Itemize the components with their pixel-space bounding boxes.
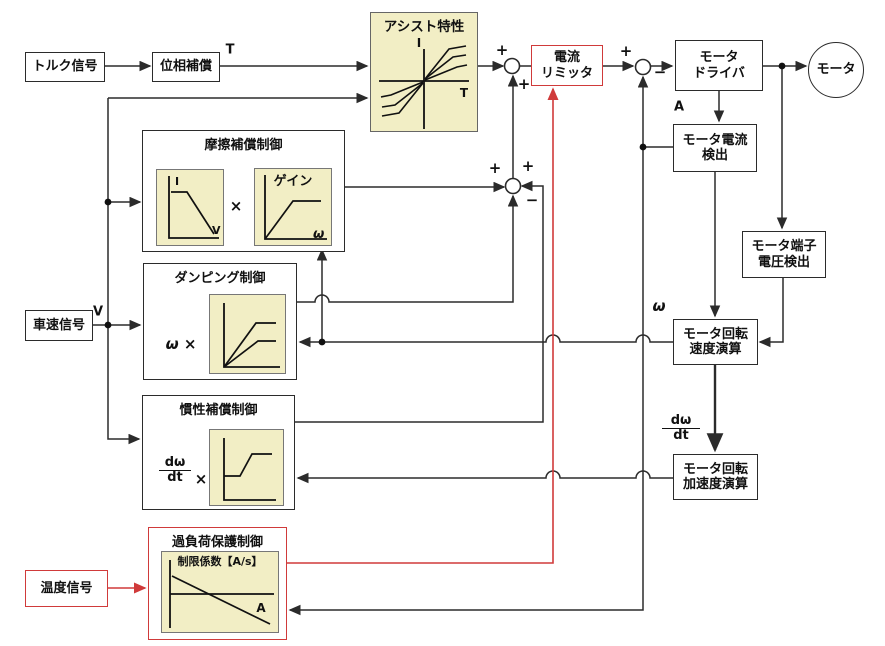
motor-driver-label: モータ ドライバ (693, 50, 745, 81)
motor-label: モータ (816, 62, 856, 78)
motor-current-detection-label: モータ電流 検出 (682, 132, 748, 163)
current-limiter-box: 電流 リミッタ (531, 45, 603, 86)
friction-graph-y-label: I (175, 175, 179, 188)
friction-graph-x-label: V (212, 224, 221, 237)
summing-junction-3 (504, 177, 522, 195)
motor-speed-calculation-label: モータ回転 速度演算 (682, 326, 748, 357)
domega-numerator: dω (662, 414, 700, 429)
vehicle-speed-label: V (92, 304, 104, 320)
friction-iv-graph: I V (156, 169, 224, 246)
j1-bottom-sign: + (517, 75, 531, 93)
inertia-compensation-panel: 慣性補償制御 dω dt × (142, 395, 295, 510)
friction-multiply-sign: × (229, 197, 243, 215)
gain-graph-x-label: ω (313, 227, 324, 242)
assist-y-axis-label: I (417, 36, 421, 50)
friction-compensation-title: 摩擦補償制御 (204, 138, 283, 153)
motor-node: モータ (808, 42, 864, 98)
j2-left-sign: + (619, 42, 633, 60)
assist-characteristic-title: アシスト特性 (383, 19, 465, 35)
omega-label: ω (652, 297, 666, 315)
overload-graph-title: 制限係数【A/s】 (177, 555, 263, 568)
temperature-signal-box: 温度信号 (25, 570, 108, 607)
j3-left-sign: + (488, 159, 502, 177)
black-wires (93, 60, 808, 616)
domega-dt-label: dω dt (662, 414, 700, 442)
inertia-multiply-sign: × (194, 470, 208, 488)
torque-signal-label: トルク信号 (32, 59, 98, 75)
motor-speed-calculation-box: モータ回転 速度演算 (673, 319, 758, 365)
gain-graph-title: ゲイン (273, 174, 313, 189)
motor-acceleration-calculation-box: モータ回転 加速度演算 (673, 454, 758, 500)
vehicle-speed-signal-box: 車速信号 (25, 310, 93, 341)
overload-graph-x-label: A (256, 601, 266, 615)
motor-current-label: A (673, 99, 685, 115)
inertia-factor-numerator: dω (159, 456, 191, 471)
motor-terminal-voltage-detection-box: モータ端子 電圧検出 (742, 231, 826, 278)
inertia-factor-denominator: dt (167, 469, 183, 485)
domega-denominator: dt (673, 427, 689, 443)
friction-compensation-panel: 摩擦補償制御 I V × ゲイン ω (142, 130, 345, 252)
phase-compensation-box: 位相補償 (152, 52, 220, 82)
gain-graph: ゲイン ω (254, 168, 332, 246)
summing-junction-2 (634, 58, 652, 76)
assist-curve-graph: I T (379, 36, 469, 129)
j3-bottom-sign: − (525, 191, 539, 209)
overload-protection-panel: 過負荷保護制御 制限係数【A/s】 A (148, 527, 287, 640)
vehicle-speed-signal-label: 車速信号 (32, 317, 85, 333)
motor-terminal-voltage-detection-label: モータ端子 電圧検出 (751, 239, 817, 270)
overload-protection-title: 過負荷保護制御 (171, 535, 263, 550)
inertia-compensation-title: 慣性補償制御 (179, 403, 258, 418)
inertia-graph (209, 429, 284, 506)
assist-characteristic-panel: アシスト特性 I T (370, 12, 478, 132)
damping-factor-label: ω × (165, 335, 197, 353)
inertia-factor-label: dω dt (159, 456, 191, 484)
j1-left-sign: + (495, 41, 509, 59)
motor-driver-box: モータ ドライバ (675, 40, 763, 91)
overload-graph: 制限係数【A/s】 A (161, 551, 279, 633)
damping-graph (209, 294, 286, 374)
damping-control-title: ダンピング制御 (174, 271, 266, 286)
phase-compensation-label: 位相補償 (159, 59, 212, 75)
j3-right-sign: + (521, 157, 535, 175)
summing-junction-1 (503, 57, 521, 75)
branch-dots (104, 62, 786, 346)
torque-output-label: T (225, 42, 235, 58)
assist-x-axis-label: T (460, 86, 469, 100)
torque-signal-box: トルク信号 (25, 52, 105, 82)
temperature-signal-label: 温度信号 (40, 580, 93, 596)
damping-control-panel: ダンピング制御 ω × (143, 263, 297, 380)
j2-bottom-sign: − (653, 63, 667, 81)
red-wires (108, 87, 559, 594)
motor-current-detection-box: モータ電流 検出 (673, 124, 757, 172)
motor-acceleration-calculation-label: モータ回転 加速度演算 (682, 461, 748, 492)
current-limiter-label: 電流 リミッタ (540, 50, 593, 81)
